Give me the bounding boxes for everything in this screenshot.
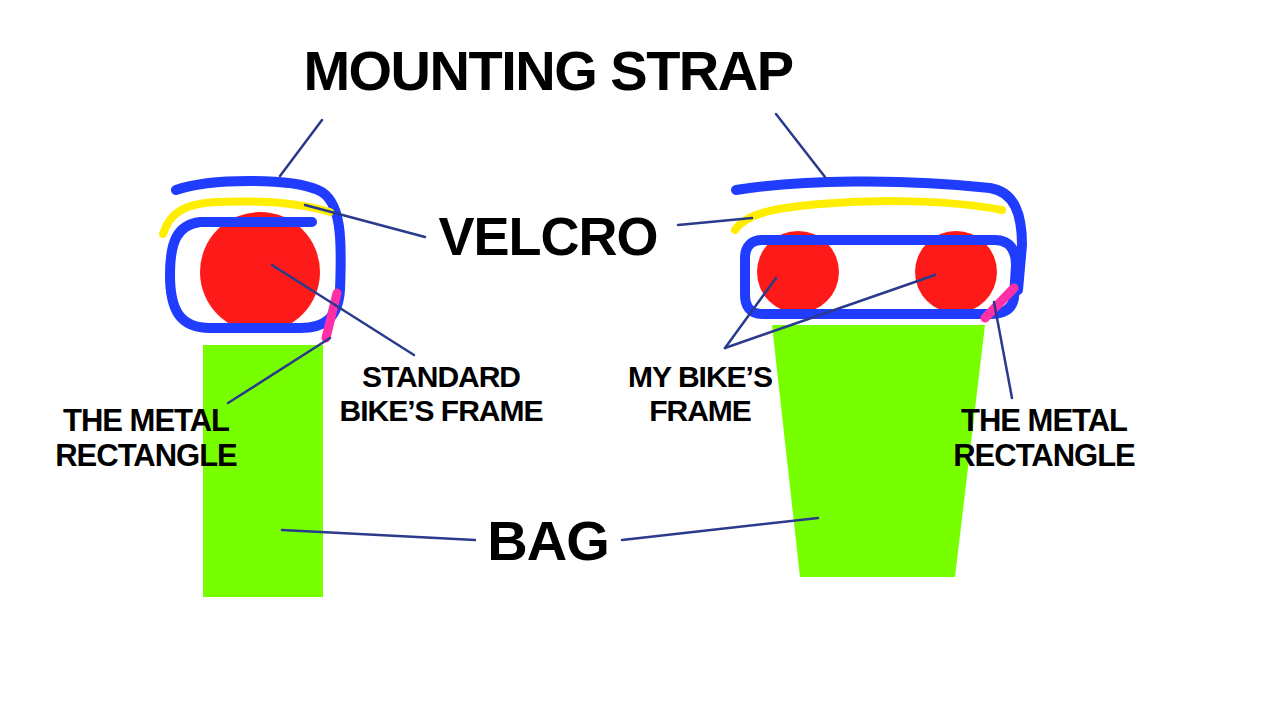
velcro bbox=[735, 201, 1002, 230]
part-label: THE METAL RECTANGLE bbox=[36, 404, 256, 473]
leader-line bbox=[776, 114, 825, 177]
leader-line bbox=[228, 338, 330, 403]
mounting-strap bbox=[745, 240, 1016, 314]
part-label: VELCRO bbox=[348, 206, 748, 266]
metal-rectangle bbox=[985, 288, 1014, 318]
part-label: MY BIKE’S FRAME bbox=[600, 360, 800, 427]
leader-line bbox=[305, 205, 425, 237]
leader-line bbox=[272, 265, 414, 355]
title-label: MOUNTING STRAP bbox=[198, 40, 898, 103]
part-label: BAG bbox=[398, 510, 698, 573]
leader-line bbox=[725, 278, 776, 348]
leader-line bbox=[280, 120, 322, 176]
leader-line bbox=[282, 530, 475, 540]
part-label: STANDARD BIKE’S FRAME bbox=[316, 360, 566, 427]
part-label: THE METAL RECTANGLE bbox=[934, 404, 1154, 473]
bag bbox=[772, 325, 985, 577]
leader-line bbox=[622, 518, 818, 540]
velcro bbox=[163, 201, 330, 234]
leader-line bbox=[725, 275, 935, 348]
leader-line bbox=[678, 218, 752, 225]
leader-lines bbox=[228, 114, 1012, 540]
frame-tube bbox=[200, 212, 320, 332]
leader-line bbox=[994, 302, 1012, 398]
